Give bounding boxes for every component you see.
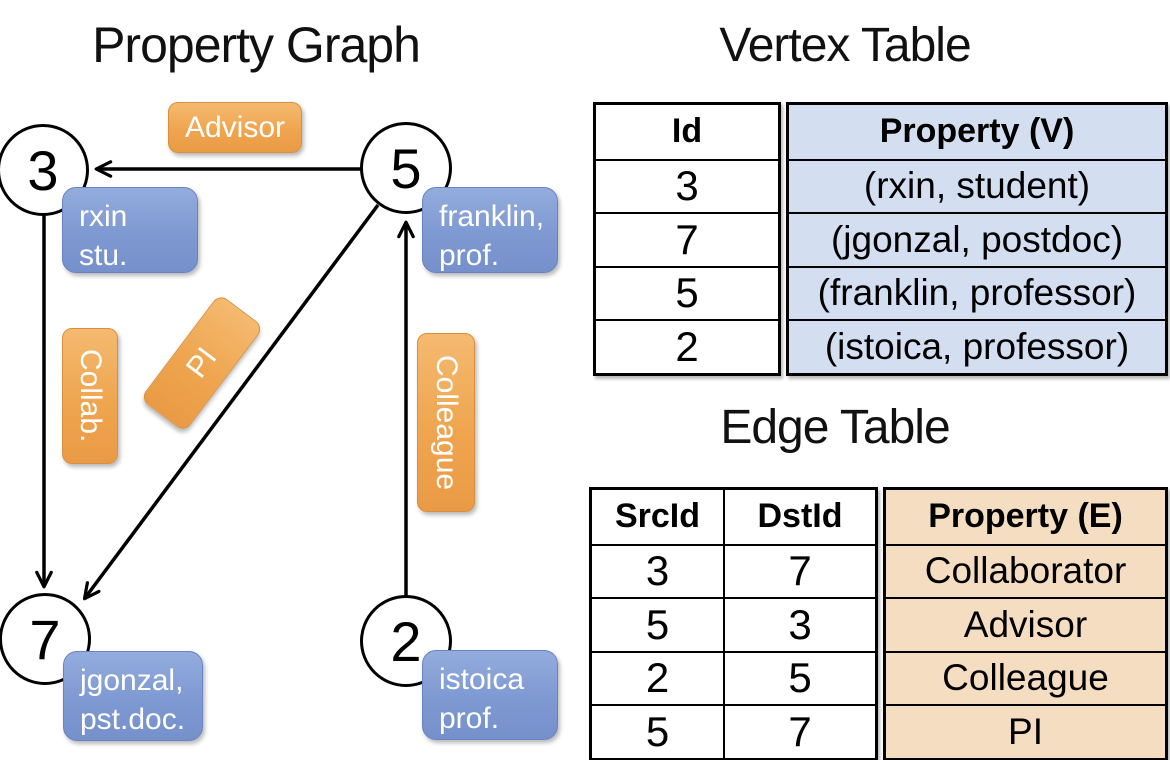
table-cell: 2 — [592, 650, 723, 704]
vertex-property-franklin: franklin, prof. — [422, 187, 558, 273]
node-2-id: 2 — [390, 609, 422, 673]
vertex-table-id-column: Id 3 7 5 2 — [593, 102, 781, 376]
table-cell: 3 — [592, 543, 723, 597]
table-cell: 7 — [723, 704, 875, 758]
edge-table-srcid-header: SrcId — [592, 490, 723, 544]
edge-label-collab-text: Collab. — [74, 349, 107, 443]
table-cell: 3 — [723, 597, 875, 651]
node-7-id: 7 — [29, 607, 61, 671]
edge-label-collab: Collab. — [62, 328, 118, 464]
edge-table-property-header: Property (E) — [886, 490, 1165, 544]
edge-table-property-column: Property (E) Collaborator Advisor Collea… — [883, 487, 1168, 760]
node-3-id: 3 — [27, 138, 59, 202]
vertex-table-title: Vertex Table — [719, 19, 971, 72]
table-cell: 5 — [596, 265, 778, 319]
edge-label-advisor: Advisor — [168, 102, 302, 153]
edge-pi-5-to-7 — [82, 203, 380, 601]
table-cell: Collaborator — [886, 543, 1165, 597]
edge-label-advisor-text: Advisor — [184, 110, 286, 144]
table-cell: 5 — [723, 650, 875, 704]
table-cell: (rxin, student) — [789, 158, 1165, 212]
table-cell: 2 — [596, 319, 778, 373]
vertex-property-rxin: rxin stu. — [62, 187, 198, 273]
vertex-table-property-column: Property (V) (rxin, student) (jgonzal, p… — [786, 102, 1168, 376]
node-5-id: 5 — [390, 136, 422, 200]
edge-table-title: Edge Table — [720, 401, 950, 454]
table-cell: 5 — [592, 704, 723, 758]
vertex-table-property-header: Property (V) — [789, 105, 1165, 159]
edge-label-colleague-text: Colleague — [430, 354, 463, 491]
vertex-property-jgonzal: jgonzal, pst.doc. — [63, 651, 203, 741]
table-cell: PI — [886, 704, 1165, 758]
vertex-table-id-header: Id — [596, 105, 778, 159]
edge-label-colleague: Colleague — [417, 333, 475, 512]
graph-edges-svg — [35, 160, 415, 601]
table-cell: 3 — [596, 158, 778, 212]
vertex-property-istoica: istoica prof. — [422, 650, 558, 740]
edge-label-pi-text: PI — [179, 341, 224, 384]
table-cell: 5 — [592, 597, 723, 651]
property-graph-panel: Property Graph 3 5 7 2 rxin stu. frankli… — [0, 0, 580, 760]
table-cell: 7 — [723, 543, 875, 597]
table-cell: Colleague — [886, 650, 1165, 704]
table-cell: 7 — [596, 212, 778, 266]
property-graph-title: Property Graph — [92, 17, 421, 73]
edge-table-dstid-header: DstId — [723, 490, 875, 544]
table-cell: (franklin, professor) — [789, 265, 1165, 319]
table-cell: (jgonzal, postdoc) — [789, 212, 1165, 266]
edge-table-id-columns: SrcId DstId 3 7 5 3 2 5 5 7 — [589, 487, 878, 760]
table-cell: Advisor — [886, 597, 1165, 651]
table-cell: (istoica, professor) — [789, 319, 1165, 373]
